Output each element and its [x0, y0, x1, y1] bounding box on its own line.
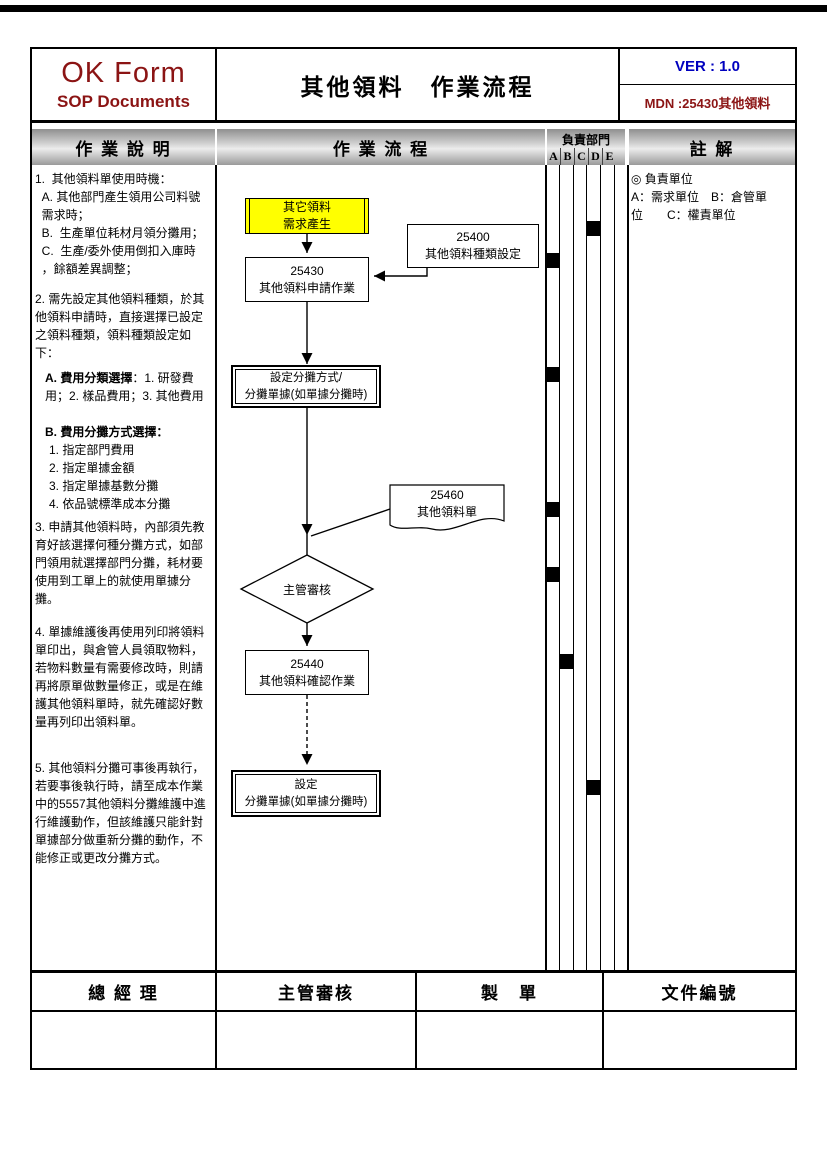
desc-item-2a-body: ：1. 研發費用；2. 樣品費用；3. 其他費用 — [45, 371, 204, 403]
desc-item-2a: A. 費用分類選擇：1. 研發費用；2. 樣品費用；3. 其他費用 — [45, 369, 210, 405]
flow-box-25400-code: 25400 — [456, 230, 490, 245]
dept-note-divider — [627, 165, 629, 970]
desc-item-2b-body: 1. 指定部門費用 2. 指定單據金額 3. 指定單據基數分攤 4. 依品號標準… — [49, 443, 171, 511]
predefined-process-bar-right — [364, 199, 365, 233]
col-header-dept: 負責部門 A B C D E — [547, 129, 625, 165]
column-headers: 作 業 說 明 作 業 流 程 負責部門 A B C D E 註 解 — [32, 129, 795, 165]
flow-doc-25460-label: 其他領料單 — [416, 504, 477, 519]
description-column: 1. 其他領料單使用時機： A. 其他部門產生領用公司料號 需求時； B. 生產… — [32, 165, 213, 867]
resp-marker-set-method-a — [546, 367, 559, 382]
page-title: 其他領料 作業流程 — [217, 49, 620, 120]
resp-marker-decision-a — [546, 567, 559, 582]
docno-blank-cell — [604, 1012, 795, 1068]
maker-cell: 製 單 — [417, 973, 604, 1010]
desc-item-2a-title: A. 費用分類選擇 — [45, 371, 133, 385]
note-column: ◎ 負責單位 A：需求單位 B：倉管單 位 C：權責單位 — [631, 170, 793, 224]
flow-box-25400-label: 其他領料種類設定 — [424, 247, 521, 261]
content-area: 1. 其他領料單使用時機： A. 其他部門產生領用公司料號 需求時； B. 生產… — [32, 165, 795, 970]
sop-document: OK Form SOP Documents 其他領料 作業流程 VER : 1.… — [30, 47, 797, 1070]
flow-doc-25460-text: 25460 其他領料單 — [390, 487, 504, 521]
flow-start-line2: 需求產生 — [282, 217, 331, 231]
resp-marker-25460-a — [546, 502, 559, 517]
signature-row: 總 經 理 主管審核 製 單 文件編號 — [32, 970, 795, 1010]
flow-box-25430-code: 25430 — [290, 263, 324, 278]
desc-item-2: 2. 需先設定其他領料種類，於其他領料申請時，直接選擇已設定之領料種類，領料種類… — [35, 292, 205, 360]
flow-box-set-method: 設定分攤方式/ 分攤單據(如單據分攤時) — [231, 365, 381, 408]
signature-blank-row — [32, 1010, 795, 1068]
dept-line-e-right — [614, 165, 615, 970]
form-name: OK Form — [61, 57, 186, 89]
flow-start-line1: 其它領料 — [282, 200, 331, 215]
note-line-1: ◎ 負責單位 — [631, 172, 693, 186]
resp-marker-25430-a — [546, 253, 559, 268]
resp-marker-25440-b — [560, 654, 573, 669]
review-blank-cell — [217, 1012, 417, 1068]
desc-item-2b: B. 費用分攤方式選擇： 1. 指定部門費用 2. 指定單據金額 3. 指定單據基… — [45, 423, 210, 513]
flow-box-set-doc: 設定 分攤單據(如單據分攤時) — [231, 770, 381, 817]
desc-item-2b-title: B. 費用分攤方式選擇： — [45, 425, 169, 439]
resp-marker-25400-d — [587, 221, 600, 236]
desc-item-4: 4. 單據維護後再使用列印將領料單印出，與倉管人員領取物料，若物料數量有需要修改… — [35, 625, 205, 729]
form-brand: OK Form SOP Documents — [32, 49, 217, 120]
flow-box-25440: 25440 其他領料確認作業 — [245, 650, 369, 695]
flow-box-set-method-line1: 設定分攤方式/ — [269, 372, 343, 385]
gm-cell: 總 經 理 — [32, 973, 217, 1010]
form-subtitle: SOP Documents — [57, 92, 190, 111]
flow-box-25430: 25430 其他領料申請作業 — [245, 257, 369, 302]
desc-flow-divider — [215, 165, 217, 970]
dept-letter-d: D — [588, 148, 602, 165]
flow-box-25440-label: 其他領料確認作業 — [258, 673, 355, 688]
flowchart-canvas — [239, 234, 505, 765]
dept-letter-e: E — [602, 148, 616, 165]
review-cell: 主管審核 — [217, 973, 417, 1010]
dept-line-bc — [573, 165, 574, 970]
flow-box-set-doc-line2: 分攤單據(如單據分攤時) — [244, 795, 368, 808]
col-header-description: 作 業 說 明 — [32, 129, 215, 165]
note-line-2: A：需求單位 B：倉管單 — [631, 190, 768, 204]
flow-box-set-method-line2: 分攤單據(如單據分攤時) — [244, 388, 368, 401]
desc-item-3: 3. 申請其他領料時，內部須先教育好該選擇何種分攤方式，如部門領用就選擇部門分攤… — [35, 520, 205, 606]
gm-blank-cell — [32, 1012, 217, 1068]
top-edge-bar — [0, 5, 827, 12]
dept-letter-b: B — [560, 148, 574, 165]
predefined-process-bar-left — [249, 199, 250, 233]
flow-start-box: 其它領料 需求產生 — [245, 198, 369, 234]
line-doc-25460-join — [310, 508, 391, 537]
col-header-flow: 作 業 流 程 — [217, 129, 545, 165]
document-shape-25460 — [389, 484, 505, 531]
flow-doc-25460-code: 25460 — [430, 488, 464, 502]
col-header-note: 註 解 — [629, 129, 795, 165]
docno-cell: 文件編號 — [661, 984, 738, 1003]
mdn-label: MDN :25430其他領料 — [644, 96, 771, 111]
note-line-3: 位 C：權責單位 — [631, 208, 736, 222]
dept-line-cd — [586, 165, 587, 970]
flow-box-set-doc-line1: 設定 — [294, 779, 318, 792]
dept-title: 負責部門 — [561, 133, 610, 147]
dept-letter-c: C — [574, 148, 588, 165]
flow-box-25430-label: 其他領料申請作業 — [258, 280, 355, 295]
dept-line-de — [600, 165, 601, 970]
dept-line-ab — [559, 165, 560, 970]
arrow-25400-to-25430 — [374, 268, 428, 282]
flow-decision-label: 主管審核 — [282, 583, 331, 597]
desc-item-1: 1. 其他領料單使用時機： A. 其他部門產生領用公司料號 需求時； B. 生產… — [35, 172, 204, 276]
version-block: VER : 1.0 MDN :25430其他領料 — [620, 49, 795, 120]
resp-marker-set-doc-d — [587, 780, 600, 795]
flow-box-25440-code: 25440 — [290, 656, 324, 671]
dept-letter-a: A — [549, 149, 558, 163]
maker-blank-cell — [417, 1012, 604, 1068]
flow-box-25400: 25400 其他領料種類設定 — [407, 224, 539, 268]
version-label: VER : 1.0 — [620, 49, 795, 85]
document-header: OK Form SOP Documents 其他領料 作業流程 VER : 1.… — [32, 49, 795, 123]
dept-letter-row: A B C D E — [547, 148, 616, 165]
desc-item-5: 5. 其他領料分攤可事後再執行，若要事後執行時，請至成本作業中的5557其他領料… — [35, 761, 206, 865]
